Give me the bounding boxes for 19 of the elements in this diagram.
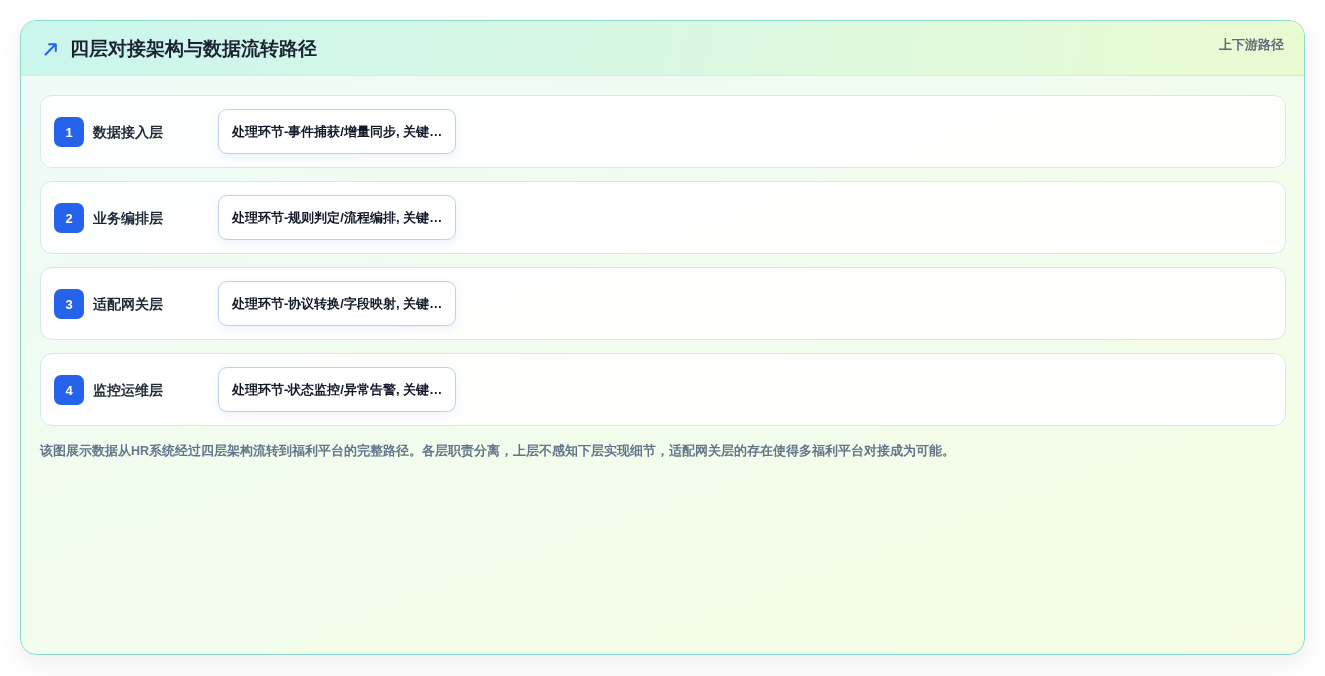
number-badge: 2 — [54, 203, 84, 233]
process-chip: 处理环节-规则判定/流程编排, 关键… — [218, 195, 457, 240]
layer-row — [40, 353, 1286, 426]
title: 四层对接架构与数据流转路径 — [70, 37, 317, 61]
layer-name: 业务编排层 — [93, 208, 163, 228]
process-chip: 处理环节-事件捕获/增量同步, 关键… — [218, 109, 457, 154]
caption: 该图展示数据从HR系统经过四层架构流转到福利平台的完整路径。各层职责分离，上层不感知下层实现细节，适配网关层的存在使得多福利平台对接成为可能。 — [40, 442, 956, 460]
number-badge: 1 — [54, 117, 84, 147]
layer-row — [40, 181, 1286, 254]
number-badge: 4 — [54, 375, 84, 405]
layer-name: 适配网关层 — [93, 294, 163, 314]
layer-name: 数据接入层 — [93, 122, 163, 142]
layer-row — [40, 267, 1286, 340]
header-note: 上下游路径 — [1219, 37, 1284, 54]
layer-row — [40, 95, 1286, 168]
process-chip: 处理环节-状态监控/异常告警, 关键… — [218, 367, 457, 412]
number-badge: 3 — [54, 289, 84, 319]
layer-name: 监控运维层 — [93, 380, 163, 400]
process-chip: 处理环节-协议转换/字段映射, 关键… — [218, 281, 457, 326]
